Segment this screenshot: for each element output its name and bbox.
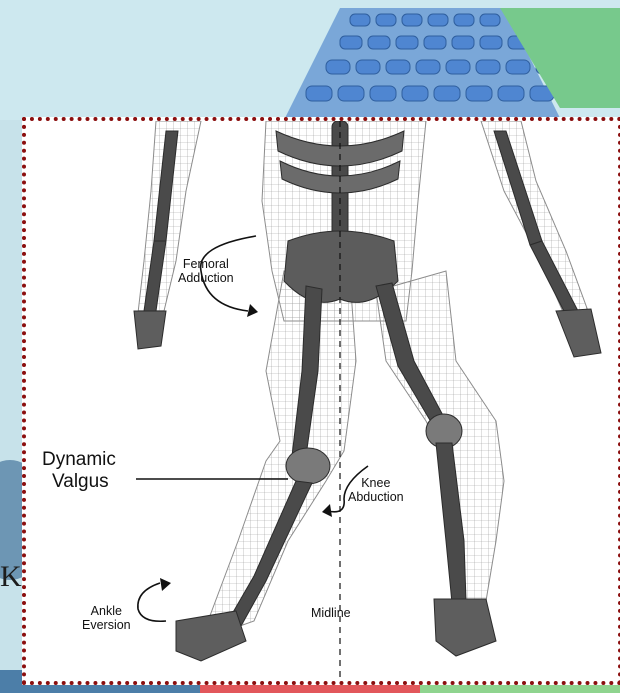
diagram-panel: Femoral Adduction Dynamic Valgus Knee Ab…	[22, 117, 620, 685]
knee-abduction-label: Knee Abduction	[348, 476, 404, 505]
skeleton-figure	[26, 121, 618, 681]
ankle-eversion-label: Ankle Eversion	[82, 604, 131, 633]
ankle-eversion-arrowhead	[160, 578, 171, 591]
knee-abduction-arrowhead	[322, 504, 332, 517]
dynamic-valgus-label: Dynamic Valgus	[42, 449, 116, 493]
femoral-adduction-arrowhead	[247, 304, 258, 317]
femoral-adduction-label: Femoral Adduction	[178, 257, 234, 286]
midline-label: Midline	[311, 606, 351, 620]
